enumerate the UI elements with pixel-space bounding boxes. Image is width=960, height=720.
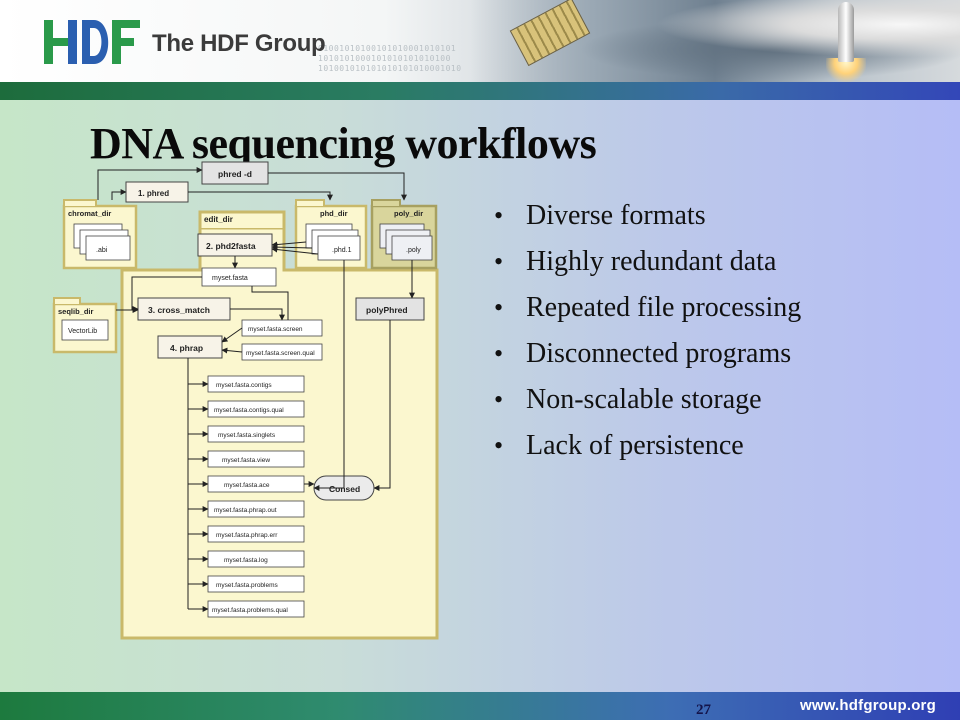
svg-text:4. phrap: 4. phrap <box>170 343 203 353</box>
poly-dir-folder: poly_dir .poly <box>370 199 438 270</box>
poly-dir-label: poly_dir <box>394 209 423 218</box>
vectorlib-file-label: VectorLib <box>68 328 97 335</box>
phd-file-label: .phd.1 <box>332 247 352 254</box>
bullet-item: Highly redundant data <box>492 242 801 288</box>
svg-text:myset.fasta.phrap.out: myset.fasta.phrap.out <box>214 507 277 514</box>
bullet-item: Non-scalable storage <box>492 380 801 426</box>
svg-text:myset.fasta.log: myset.fasta.log <box>224 557 268 564</box>
edit-dir-label: edit_dir <box>204 215 233 224</box>
svg-text:myset.fasta: myset.fasta <box>212 275 248 282</box>
shuttle-exhaust-image <box>826 58 866 82</box>
myset-fasta-file: myset.fasta <box>201 267 277 287</box>
myset-fasta-screen-qual-file: myset.fasta.screen.qual <box>241 343 323 361</box>
svg-text:myset.fasta.ace: myset.fasta.ace <box>224 482 270 489</box>
abi-file-label: .abi <box>96 247 108 254</box>
svg-text:3. cross_match: 3. cross_match <box>148 305 210 315</box>
output-file: myset.fasta.problems.qual <box>207 600 305 618</box>
svg-text:1. phred: 1. phred <box>138 189 169 198</box>
svg-text:myset.fasta.contigs: myset.fasta.contigs <box>216 382 272 389</box>
phd-dir-label: phd_dir <box>320 209 348 218</box>
output-file: myset.fasta.contigs <box>207 375 305 393</box>
myset-fasta-screen-file: myset.fasta.screen <box>241 319 323 337</box>
slide-title: DNA sequencing workflows <box>90 119 597 168</box>
svg-text:myset.fasta.singlets: myset.fasta.singlets <box>218 432 276 439</box>
binary-pattern: 01001010100101010001010101 1010101000101… <box>318 44 462 73</box>
svg-text:phred -d: phred -d <box>218 169 252 179</box>
seqlib-dir-label: seqlib_dir <box>58 307 94 316</box>
hdf-logo <box>44 20 140 64</box>
chromat-dir-label: chromat_dir <box>68 209 111 218</box>
output-file: myset.fasta.view <box>207 450 305 468</box>
phred-program: 1. phred <box>125 181 189 203</box>
header-strip <box>0 82 960 100</box>
svg-text:polyPhred: polyPhred <box>366 305 408 315</box>
footer-url: www.hdfgroup.org <box>800 697 936 714</box>
phd2fasta-program: 2. phd2fasta <box>197 233 273 257</box>
polyphred-program: polyPhred <box>355 297 425 321</box>
output-file: myset.fasta.phrap.out <box>207 500 305 518</box>
page-number: 27 <box>696 702 711 718</box>
footer-bar <box>0 692 960 720</box>
bullet-list: Diverse formats Highly redundant data Re… <box>492 196 801 472</box>
svg-text:Consed: Consed <box>329 484 360 494</box>
poly-file-label: .poly <box>406 247 421 254</box>
output-file: myset.fasta.contigs.qual <box>207 400 305 418</box>
header-banner: 01001010100101010001010101 1010101000101… <box>0 0 960 100</box>
phrap-program: 4. phrap <box>157 335 223 359</box>
phred-d-program: phred -d <box>201 161 269 185</box>
chromat-dir-folder: chromat_dir .abi <box>62 199 138 270</box>
seqlib-dir-folder: seqlib_dir VectorLib <box>52 297 118 354</box>
svg-text:myset.fasta.screen: myset.fasta.screen <box>248 326 303 333</box>
svg-text:myset.fasta.screen.qual: myset.fasta.screen.qual <box>246 350 315 357</box>
bullet-item: Disconnected programs <box>492 334 801 380</box>
space-shuttle-image <box>838 2 854 62</box>
svg-text:myset.fasta.problems.qual: myset.fasta.problems.qual <box>212 607 288 614</box>
svg-text:myset.fasta.problems: myset.fasta.problems <box>216 582 279 589</box>
brand-name: The HDF Group <box>152 30 326 57</box>
output-file: myset.fasta.singlets <box>207 425 305 443</box>
cross-match-program: 3. cross_match <box>137 297 231 321</box>
svg-text:myset.fasta.phrap.err: myset.fasta.phrap.err <box>216 532 278 539</box>
bullet-item: Diverse formats <box>492 196 801 242</box>
workflow-arrows <box>97 167 415 612</box>
svg-text:myset.fasta.view: myset.fasta.view <box>222 457 270 464</box>
svg-text:2. phd2fasta: 2. phd2fasta <box>206 241 256 251</box>
svg-text:myset.fasta.contigs.qual: myset.fasta.contigs.qual <box>214 407 284 414</box>
output-file: myset.fasta.ace <box>207 475 305 493</box>
bullet-item: Repeated file processing <box>492 288 801 334</box>
bullet-item: Lack of persistence <box>492 426 801 472</box>
output-file: myset.fasta.log <box>207 550 305 568</box>
output-file: myset.fasta.problems <box>207 575 305 593</box>
phd-dir-folder: phd_dir .phd.1 <box>294 199 368 270</box>
output-file: myset.fasta.phrap.err <box>207 525 305 543</box>
workflow-diagram: edit_dir chromat_dir .abi phd_dir .phd.1… <box>52 161 439 640</box>
